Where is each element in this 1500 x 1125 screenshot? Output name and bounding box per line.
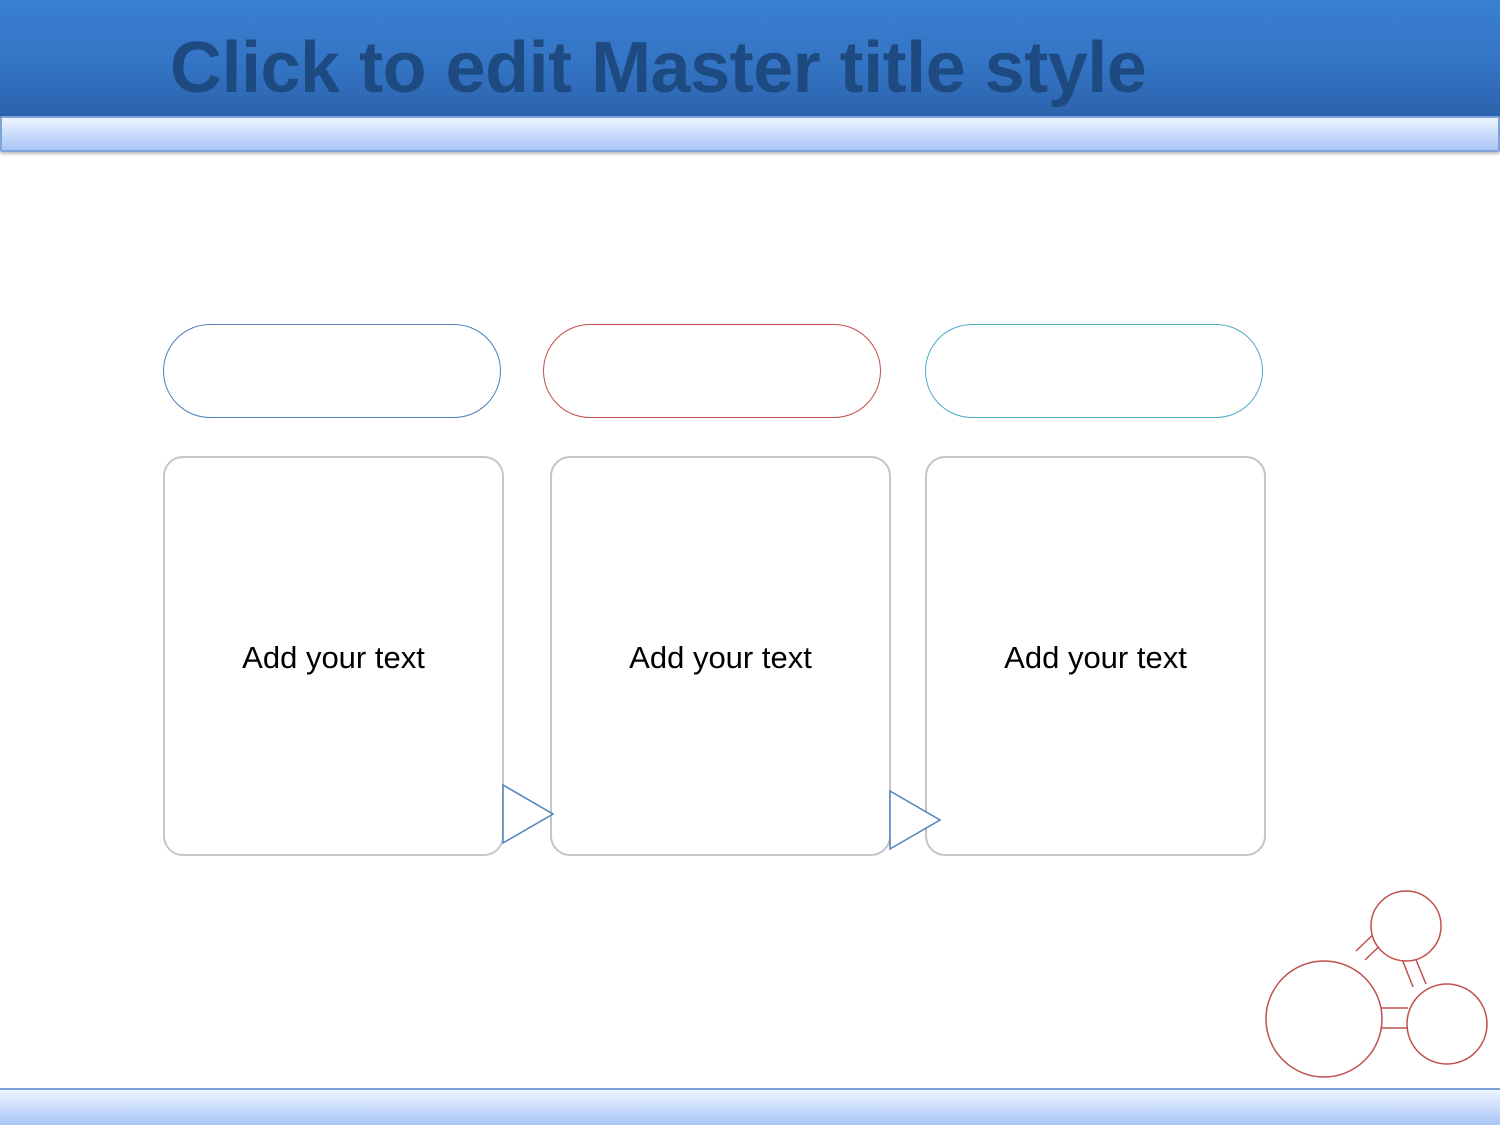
step-1-text: Add your text xyxy=(242,640,425,675)
step-1-heading-pill[interactable] xyxy=(163,324,501,418)
header-bar xyxy=(0,0,1500,118)
step-3-heading-pill[interactable] xyxy=(925,324,1263,418)
header-accent-band xyxy=(0,116,1500,152)
step-2-card[interactable]: Add your text xyxy=(550,456,891,856)
step-3-card[interactable]: Add your text xyxy=(925,456,1266,856)
footer-band xyxy=(0,1088,1500,1125)
step-1-card[interactable]: Add your text xyxy=(163,456,504,856)
step-3-text: Add your text xyxy=(1004,640,1187,675)
step-2-text: Add your text xyxy=(629,640,812,675)
step-2-heading-pill[interactable] xyxy=(543,324,881,418)
triangle-arrow-right-icon xyxy=(502,783,555,845)
molecule-icon xyxy=(1265,890,1488,1078)
triangle-arrow-right-icon xyxy=(889,789,942,851)
slide-title[interactable]: Click to edit Master title style xyxy=(170,28,1147,108)
